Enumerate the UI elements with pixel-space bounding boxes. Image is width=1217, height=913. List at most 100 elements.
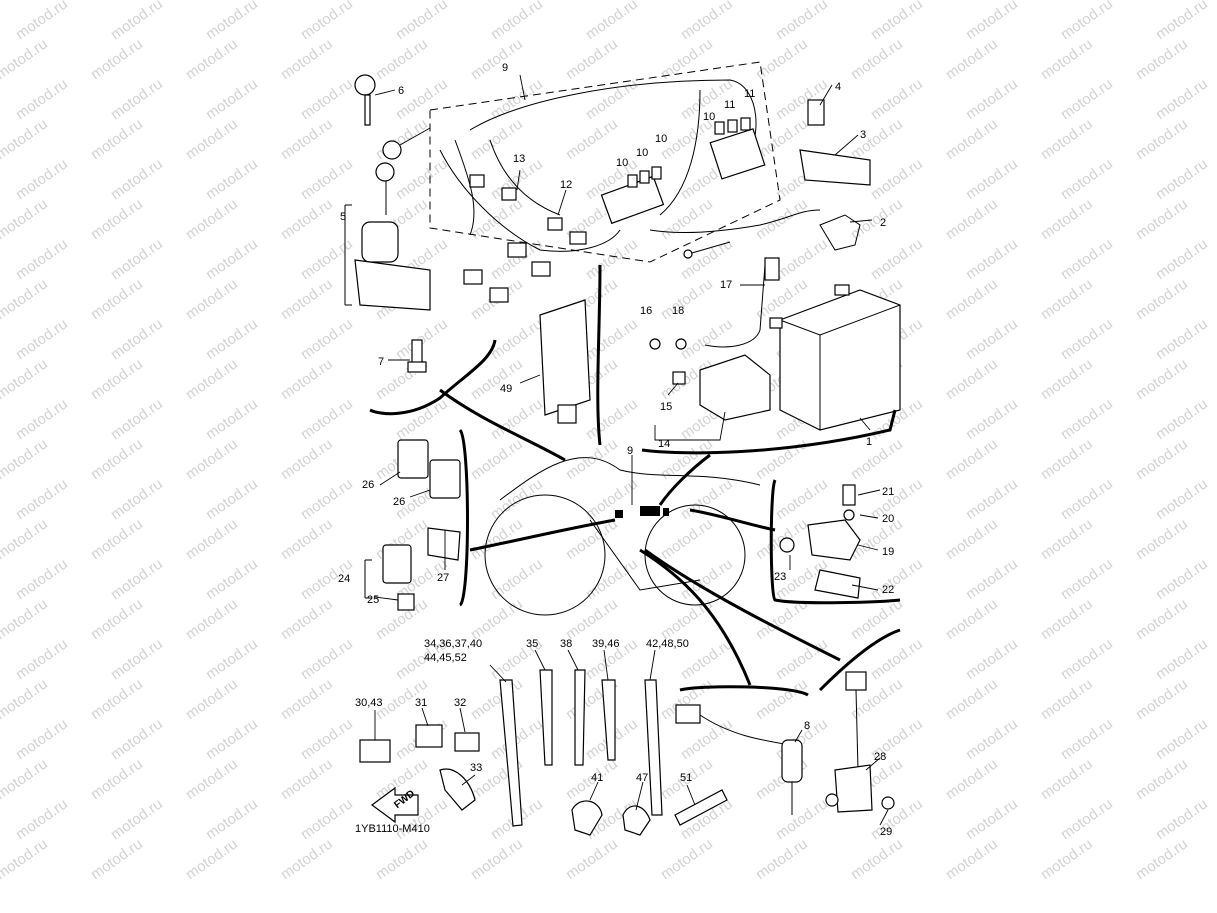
watermark-text: motod.ru <box>203 235 261 283</box>
watermark-text: motod.ru <box>868 235 926 283</box>
watermark-text: motod.ru <box>13 315 71 363</box>
callout-14: 14 <box>658 438 670 450</box>
watermark-text: motod.ru <box>108 235 166 283</box>
watermark-text: motod.ru <box>1153 235 1211 283</box>
callout-19: 19 <box>882 546 894 558</box>
watermark-text: motod.ru <box>203 315 261 363</box>
watermark-text: motod.ru <box>203 75 261 123</box>
watermark-text: motod.ru <box>203 155 261 203</box>
callout-30-43: 30,43 <box>355 697 383 709</box>
watermark-text: motod.ru <box>583 315 641 363</box>
watermark-text: motod.ru <box>108 75 166 123</box>
watermark-text: motod.ru <box>678 555 736 603</box>
relay-group <box>364 439 461 611</box>
watermark-text: motod.ru <box>1058 155 1116 203</box>
callout-39-46: 39,46 <box>592 638 620 650</box>
watermark-text: motod.ru <box>108 795 166 843</box>
watermark-text: motod.ru <box>13 475 71 523</box>
watermark-text: motod.ru <box>298 395 356 443</box>
battery-group <box>649 99 901 431</box>
watermark-text: motod.ru <box>773 635 831 683</box>
watermark-text: motod.ru <box>108 555 166 603</box>
callout-22: 22 <box>882 584 894 596</box>
callout-9-top: 9 <box>502 62 508 74</box>
watermark-text: motod.ru <box>373 0 431 3</box>
watermark-text: motod.ru <box>13 795 71 843</box>
callout-7: 7 <box>378 356 384 368</box>
callout-29: 29 <box>880 826 892 838</box>
watermark-text: motod.ru <box>108 715 166 763</box>
diagram-code: 1YB1110-M410 <box>355 823 430 835</box>
callout-9-mid: 9 <box>627 445 633 457</box>
watermark-text: motod.ru <box>298 715 356 763</box>
callout-12: 12 <box>560 179 572 191</box>
watermark-text: motod.ru <box>1153 715 1211 763</box>
watermark-text: motod.ru <box>0 0 51 3</box>
watermark-text: motod.ru <box>1153 315 1211 363</box>
watermark-text: motod.ru <box>963 315 1021 363</box>
callout-26-b: 26 <box>393 496 405 508</box>
watermark-text: motod.ru <box>0 675 51 723</box>
watermark-text: motod.ru <box>0 195 51 243</box>
callout-21: 21 <box>882 486 894 498</box>
watermark-text: motod.ru <box>488 555 546 603</box>
callout-8: 8 <box>804 720 810 732</box>
watermark-text: motod.ru <box>963 555 1021 603</box>
callout-18: 18 <box>672 305 684 317</box>
watermark-text: motod.ru <box>278 0 336 3</box>
watermark-text: motod.ru <box>1058 75 1116 123</box>
watermark-text: motod.ru <box>753 0 811 3</box>
watermark-text: motod.ru <box>583 235 641 283</box>
watermark-text: motod.ru <box>868 75 926 123</box>
watermark-text: motod.ru <box>298 235 356 283</box>
watermark-text: motod.ru <box>773 235 831 283</box>
watermark-text: motod.ru <box>583 75 641 123</box>
motorcycle-outline <box>439 264 841 686</box>
watermark-text: motod.ru <box>1153 555 1211 603</box>
callout-32: 32 <box>454 697 466 709</box>
watermark-text: motod.ru <box>868 475 926 523</box>
watermark-text: motod.ru <box>393 155 451 203</box>
callout-33: 33 <box>470 762 482 774</box>
watermark-text: motod.ru <box>298 635 356 683</box>
watermark-text: motod.ru <box>963 395 1021 443</box>
watermark-text: motod.ru <box>298 155 356 203</box>
watermark-text: motod.ru <box>1153 635 1211 683</box>
watermark-text: motod.ru <box>1038 0 1096 3</box>
watermark-text: motod.ru <box>488 315 546 363</box>
watermark-text: motod.ru <box>488 475 546 523</box>
callout-38: 38 <box>560 638 572 650</box>
watermark-text: motod.ru <box>1058 475 1116 523</box>
callout-5: 5 <box>340 211 346 223</box>
callout-4: 4 <box>835 81 841 93</box>
callout-10-b: 10 <box>636 147 648 159</box>
watermark-text: motod.ru <box>393 395 451 443</box>
watermark-text: motod.ru <box>0 115 51 163</box>
watermark-text: motod.ru <box>13 395 71 443</box>
watermark-text: motod.ru <box>298 315 356 363</box>
callout-labels: 1 2 3 4 5 6 7 8 9 9 10 10 10 10 11 11 12… <box>338 62 894 838</box>
callout-20: 20 <box>882 513 894 525</box>
watermark-text: motod.ru <box>108 315 166 363</box>
watermark-text: motod.ru <box>203 795 261 843</box>
watermark-text: motod.ru <box>773 475 831 523</box>
callout-23: 23 <box>774 571 786 583</box>
watermark-text: motod.ru <box>963 475 1021 523</box>
callout-41: 41 <box>591 772 603 784</box>
watermark-text: motod.ru <box>1058 635 1116 683</box>
watermark-text: motod.ru <box>963 235 1021 283</box>
callout-3: 3 <box>860 129 866 141</box>
watermark-text: motod.ru <box>963 635 1021 683</box>
section-dividers <box>369 339 901 697</box>
callout-51: 51 <box>680 772 692 784</box>
watermark-text: motod.ru <box>1058 315 1116 363</box>
sensor-group <box>779 484 861 599</box>
watermark-text: motod.ru <box>963 715 1021 763</box>
watermark-text: motod.ru <box>1058 715 1116 763</box>
watermark-text: motod.ru <box>0 355 51 403</box>
decal-group <box>539 299 591 424</box>
callout-25: 25 <box>367 594 379 606</box>
watermark-text: motod.ru <box>943 0 1001 3</box>
leader-lines <box>374 74 889 826</box>
